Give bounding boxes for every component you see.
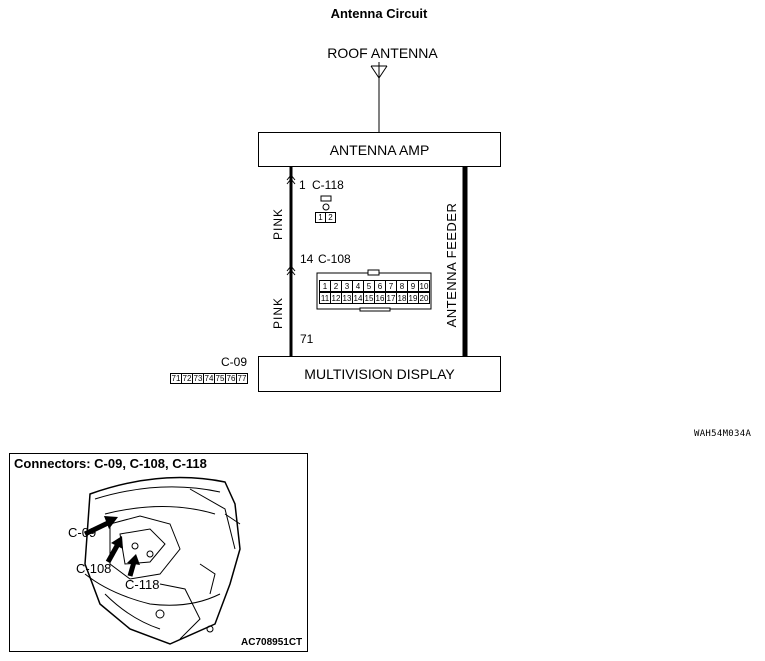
c118-connector-hole (322, 203, 330, 211)
multivision-display-label: MULTIVISION DISPLAY (304, 366, 455, 382)
c108-connector-marker (286, 265, 296, 276)
c09-arrow-icon (83, 516, 118, 537)
c118-connector-label: C-118 (312, 178, 344, 192)
c108-pin-number: 14 (300, 252, 314, 266)
c118-connector-tab (320, 195, 332, 202)
antenna-icon (370, 62, 388, 132)
dashboard-illustration (83, 476, 241, 645)
wire-color-upper: PINK (271, 208, 285, 241)
c118-connector-marker (286, 174, 296, 185)
multivision-display-box: MULTIVISION DISPLAY (258, 356, 501, 392)
c118-pin-number: 1 (299, 178, 306, 192)
c118-arrow-icon (127, 554, 140, 577)
diagram-title: Antenna Circuit (330, 6, 428, 21)
connector-location-panel: Connectors: C-09, C-108, C-118 C-09 (9, 453, 308, 652)
c118-pin-cell: 2 (325, 212, 336, 223)
c108-pin-cell: 20 (418, 292, 430, 304)
c09-pin-number: 71 (300, 332, 314, 346)
c108-arrow-icon (105, 536, 123, 564)
diagram-code: WAH54M034A (694, 429, 752, 439)
antenna-feeder-label: ANTENNA FEEDER (444, 202, 459, 328)
antenna-amp-label: ANTENNA AMP (329, 141, 430, 158)
connector-panel-title: Connectors: C-09, C-108, C-118 (14, 456, 207, 471)
c09-connector-label: C-09 (221, 355, 248, 369)
photo-code: AC708951CT (241, 637, 303, 648)
callout-c09: C-09 (68, 525, 97, 540)
c09-pin-cell: 77 (236, 373, 248, 384)
c108-pin-cell: 10 (418, 280, 430, 292)
c108-connector-foot (359, 307, 391, 312)
c108-connector-label: C-108 (318, 252, 351, 266)
antenna-amp-box: ANTENNA AMP (258, 132, 501, 167)
callout-c118: C-118 (125, 577, 160, 592)
roof-antenna-label: ROOF ANTENNA (327, 45, 438, 61)
c108-connector-latch (367, 269, 380, 276)
wire-color-lower: PINK (271, 297, 285, 330)
callout-c108: C-108 (76, 561, 112, 576)
